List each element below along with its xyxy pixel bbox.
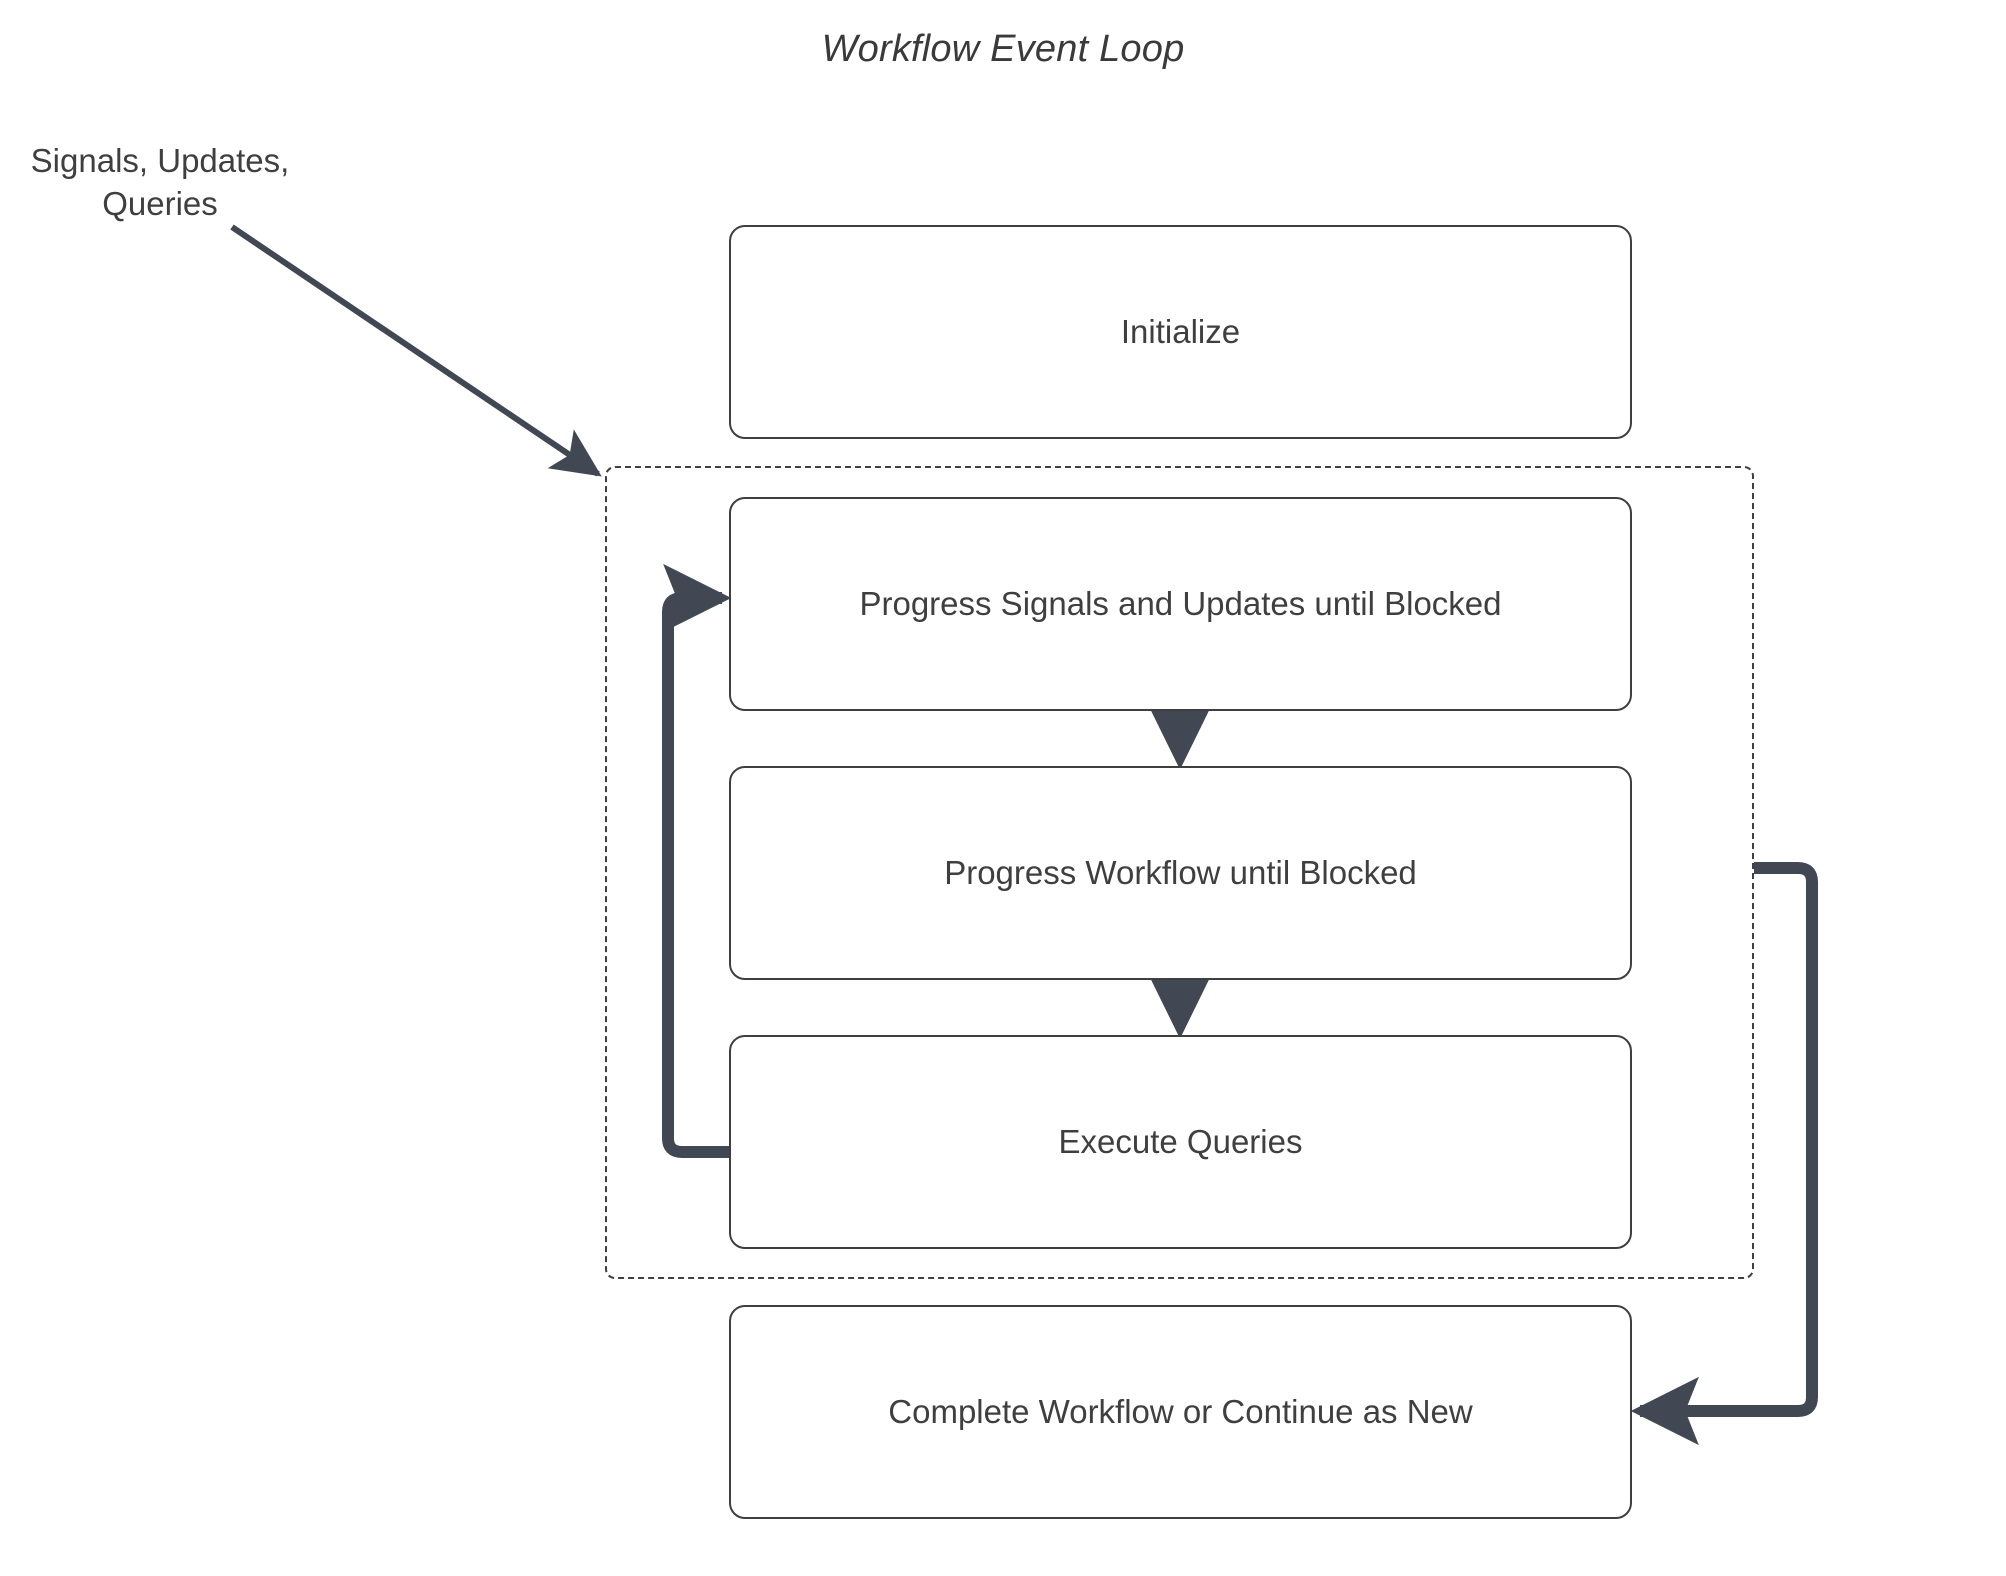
node-complete-workflow[interactable]: Complete Workflow or Continue as New <box>729 1305 1632 1519</box>
node-progress-workflow-label: Progress Workflow until Blocked <box>944 854 1417 891</box>
node-progress-workflow[interactable]: Progress Workflow until Blocked <box>729 766 1632 980</box>
external-input-label-line1: Signals, Updates, <box>30 142 290 179</box>
node-execute-queries[interactable]: Execute Queries <box>729 1035 1632 1249</box>
node-complete-workflow-label: Complete Workflow or Continue as New <box>888 1393 1473 1430</box>
external-input-label: Signals, Updates, Queries <box>20 139 300 225</box>
node-execute-queries-label: Execute Queries <box>1058 1123 1303 1160</box>
node-progress-signals-and-updates-label: Progress Signals and Updates until Block… <box>859 585 1502 622</box>
edge-external-input-to-loop <box>230 224 602 477</box>
event-loop-group-boundary <box>605 466 1754 1279</box>
external-input-label-line2: Queries <box>102 185 218 222</box>
node-initialize[interactable]: Initialize <box>729 225 1632 439</box>
node-progress-signals-and-updates[interactable]: Progress Signals and Updates until Block… <box>729 497 1632 711</box>
page-title: Workflow Event Loop <box>821 28 1185 70</box>
node-initialize-label: Initialize <box>1120 313 1241 350</box>
